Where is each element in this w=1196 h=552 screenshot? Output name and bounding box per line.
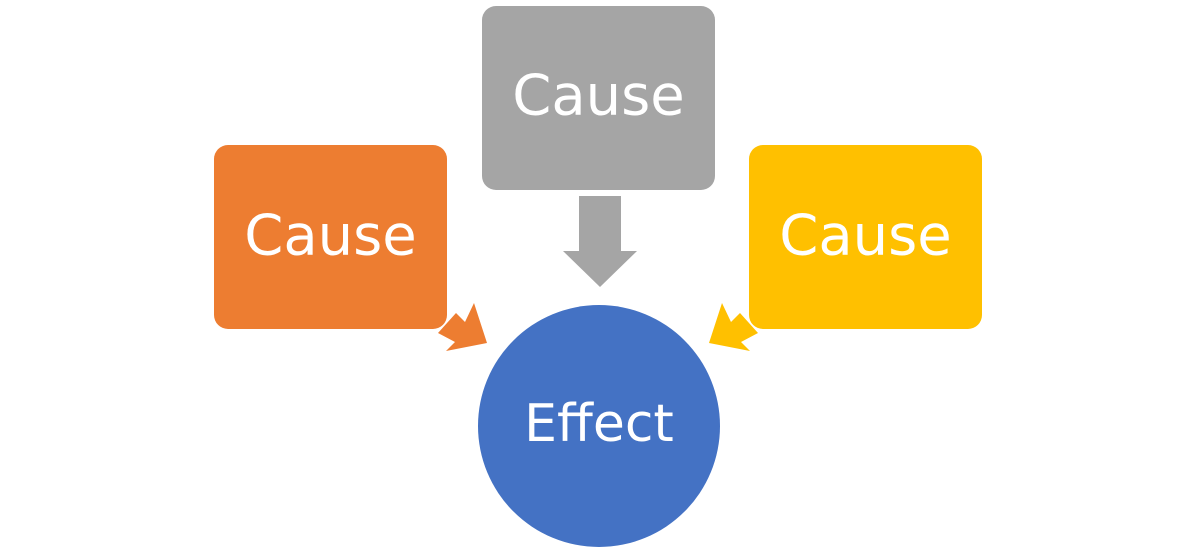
arrow-right-to-effect [709,303,758,351]
effect-label: Effect [524,394,674,454]
cause-box-top: Cause [482,6,715,190]
cause-box-left: Cause [214,145,447,329]
arrow-left-to-effect [438,303,487,351]
cause-top-label: Cause [512,64,685,129]
cause-box-right: Cause [749,145,982,329]
cause-left-label: Cause [244,204,417,269]
effect-circle: Effect [478,305,720,547]
cause-right-label: Cause [779,204,952,269]
arrow-top-to-effect [563,196,637,287]
